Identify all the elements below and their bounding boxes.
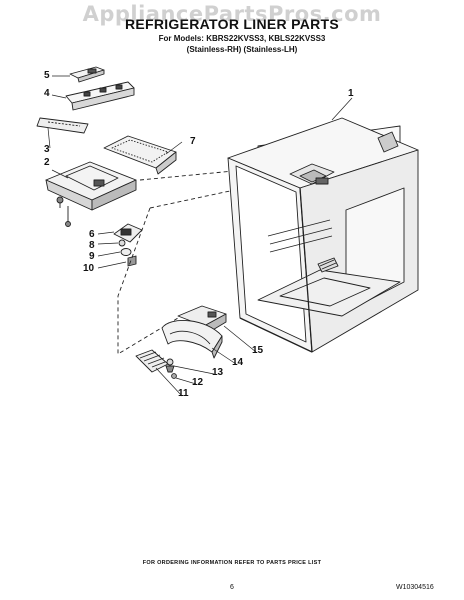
callout-8: 8 — [89, 240, 95, 251]
part-13-bracket — [165, 358, 175, 373]
watermark: AppliancePartsPros.com — [82, 2, 382, 26]
callout-1: 1 — [348, 88, 354, 99]
callout-7: 7 — [190, 136, 196, 147]
assembly-guide-line — [117, 187, 245, 355]
callout-10: 10 — [83, 263, 95, 274]
callout-12: 12 — [192, 377, 204, 388]
part-11-trim — [135, 349, 169, 373]
callout-13: 13 — [212, 367, 224, 378]
model-list: For Models: KBRS22KVSS3, KBLS22KVSS3 (St… — [0, 33, 464, 55]
part-14-drawer-housing — [161, 320, 223, 359]
part-5-shelf-clip — [69, 66, 105, 83]
part-3-label-strip — [36, 117, 89, 134]
part-6-damper — [113, 223, 143, 243]
callout-11: 11 — [178, 388, 189, 399]
callout-14: 14 — [232, 357, 244, 368]
ordering-note: FOR ORDERING INFORMATION REFER TO PARTS … — [142, 560, 322, 566]
leader-lines — [47, 75, 353, 397]
callout-9: 9 — [89, 251, 95, 262]
callout-3: 3 — [44, 144, 50, 155]
part-2-housing-bracket — [45, 161, 137, 227]
callout-5: 5 — [44, 70, 50, 81]
part-9-bulb — [120, 248, 132, 256]
page-number: 6 — [230, 584, 234, 591]
diagram-title: REFRIGERATOR LINER PARTS — [124, 16, 340, 32]
part-4-control-housing — [65, 81, 135, 111]
callout-2: 2 — [44, 157, 50, 168]
part-12-screw — [171, 373, 177, 379]
callout-6: 6 — [89, 229, 95, 240]
part-8-screw — [118, 239, 126, 247]
callout-15: 15 — [252, 345, 264, 356]
part-1-refrigerator-liner — [227, 117, 419, 353]
document-part-number: W10304516 — [396, 584, 434, 591]
part-7-light-cover — [103, 135, 177, 175]
models-line: For Models: KBRS22KVSS3, KBLS22KVSS3 — [158, 34, 326, 43]
variants-line: (Stainless-RH) (Stainless-LH) — [186, 45, 298, 54]
callout-4: 4 — [44, 88, 50, 99]
